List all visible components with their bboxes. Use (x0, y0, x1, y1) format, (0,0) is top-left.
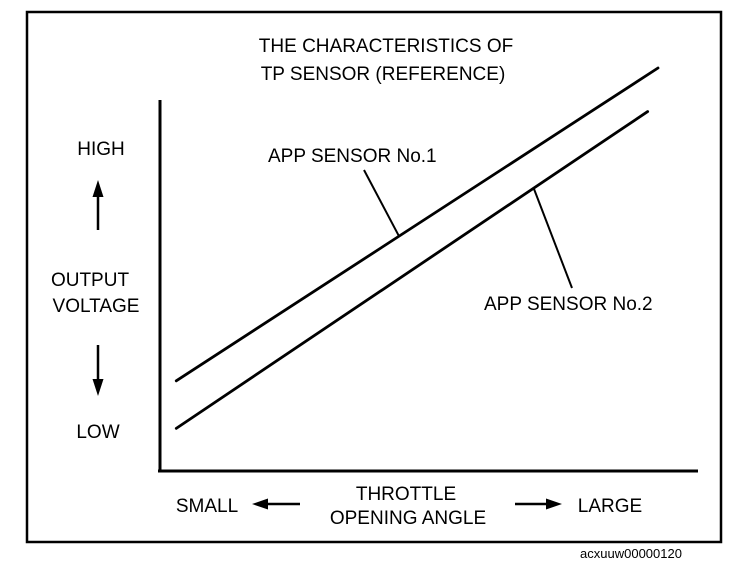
x-axis-right-arrow-icon (515, 498, 562, 510)
x-axis-label-line-1: THROTTLE (356, 484, 456, 505)
x-axis-small-label: SMALL (176, 496, 238, 517)
x-axis-left-arrow-icon (252, 498, 300, 510)
series-line-app-sensor-no1 (174, 66, 660, 383)
chart-title-line-1: THE CHARACTERISTICS OF (259, 36, 513, 57)
x-axis-large-label: LARGE (578, 496, 642, 517)
series-label-app-sensor-no2: APP SENSOR No.2 (484, 294, 653, 315)
x-axis-label-line-2: OPENING ANGLE (330, 508, 486, 529)
y-axis-high-label: HIGH (77, 139, 125, 160)
series-label-leader-app-sensor-no2 (532, 187, 573, 289)
y-axis-down-arrow-icon (92, 345, 104, 396)
series-line-app-sensor-no2 (174, 110, 650, 430)
reference-code: acxuuw00000120 (580, 546, 682, 561)
y-axis-low-label: LOW (76, 422, 119, 443)
series-label-app-sensor-no1: APP SENSOR No.1 (268, 146, 437, 167)
y-axis-label-line-2: VOLTAGE (53, 296, 140, 317)
y-axis-up-arrow-icon (92, 180, 104, 230)
y-axis-label-line-1: OUTPUT (51, 270, 130, 291)
series-label-leader-app-sensor-no1 (363, 169, 400, 237)
chart-title-line-2: TP SENSOR (REFERENCE) (261, 64, 506, 85)
figure-frame (25, 10, 723, 544)
